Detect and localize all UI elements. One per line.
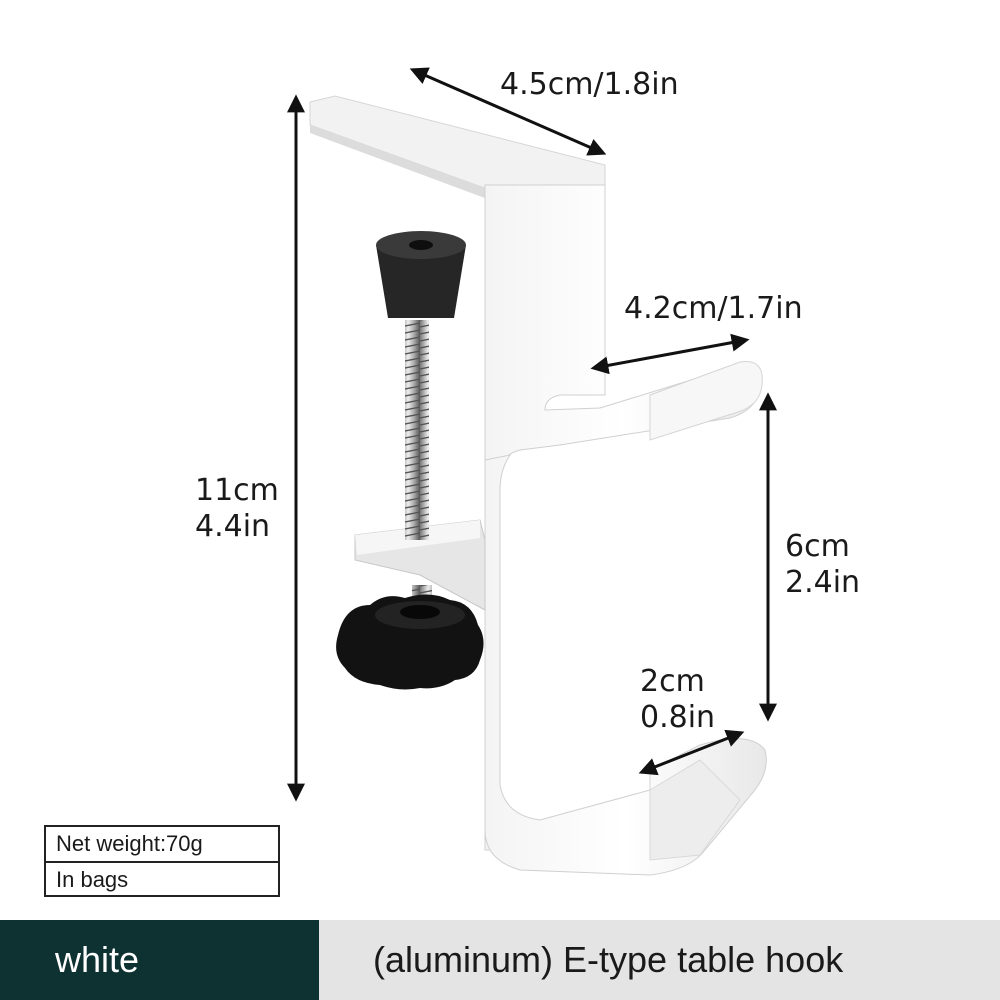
hook-width-in: 0.8in xyxy=(640,700,716,735)
hook-width-arrow xyxy=(638,729,745,776)
arm-length-label: 4.2cm/1.7in xyxy=(624,291,803,326)
main-body xyxy=(484,184,767,876)
spec-packaging: In bags xyxy=(46,861,278,895)
rubber-pad xyxy=(376,231,466,318)
top-plate xyxy=(309,95,606,200)
variant-bar: white (aluminum) E-type table hook xyxy=(0,920,1000,1000)
product-illustration xyxy=(287,67,777,876)
total-height-cm: 11cm xyxy=(195,473,279,508)
screw-rod xyxy=(405,320,429,540)
star-knob xyxy=(336,594,484,690)
spec-net-weight: Net weight:70g xyxy=(56,831,203,856)
arm-length-arrow xyxy=(590,333,750,375)
spec-table: Net weight:70g In bags xyxy=(44,825,280,897)
hook-height-cm: 6cm xyxy=(785,529,850,564)
hook-height-in: 2.4in xyxy=(785,565,861,600)
color-variant-label: white xyxy=(0,920,319,1000)
total-height-in: 4.4in xyxy=(195,509,271,544)
table-hook-icon xyxy=(287,67,777,876)
top-width-arrow xyxy=(409,67,607,156)
top-width-label: 4.5cm/1.8in xyxy=(500,67,679,102)
hook-width-cm: 2cm xyxy=(640,664,705,699)
product-name-label: (aluminum) E-type table hook xyxy=(319,920,1000,1000)
